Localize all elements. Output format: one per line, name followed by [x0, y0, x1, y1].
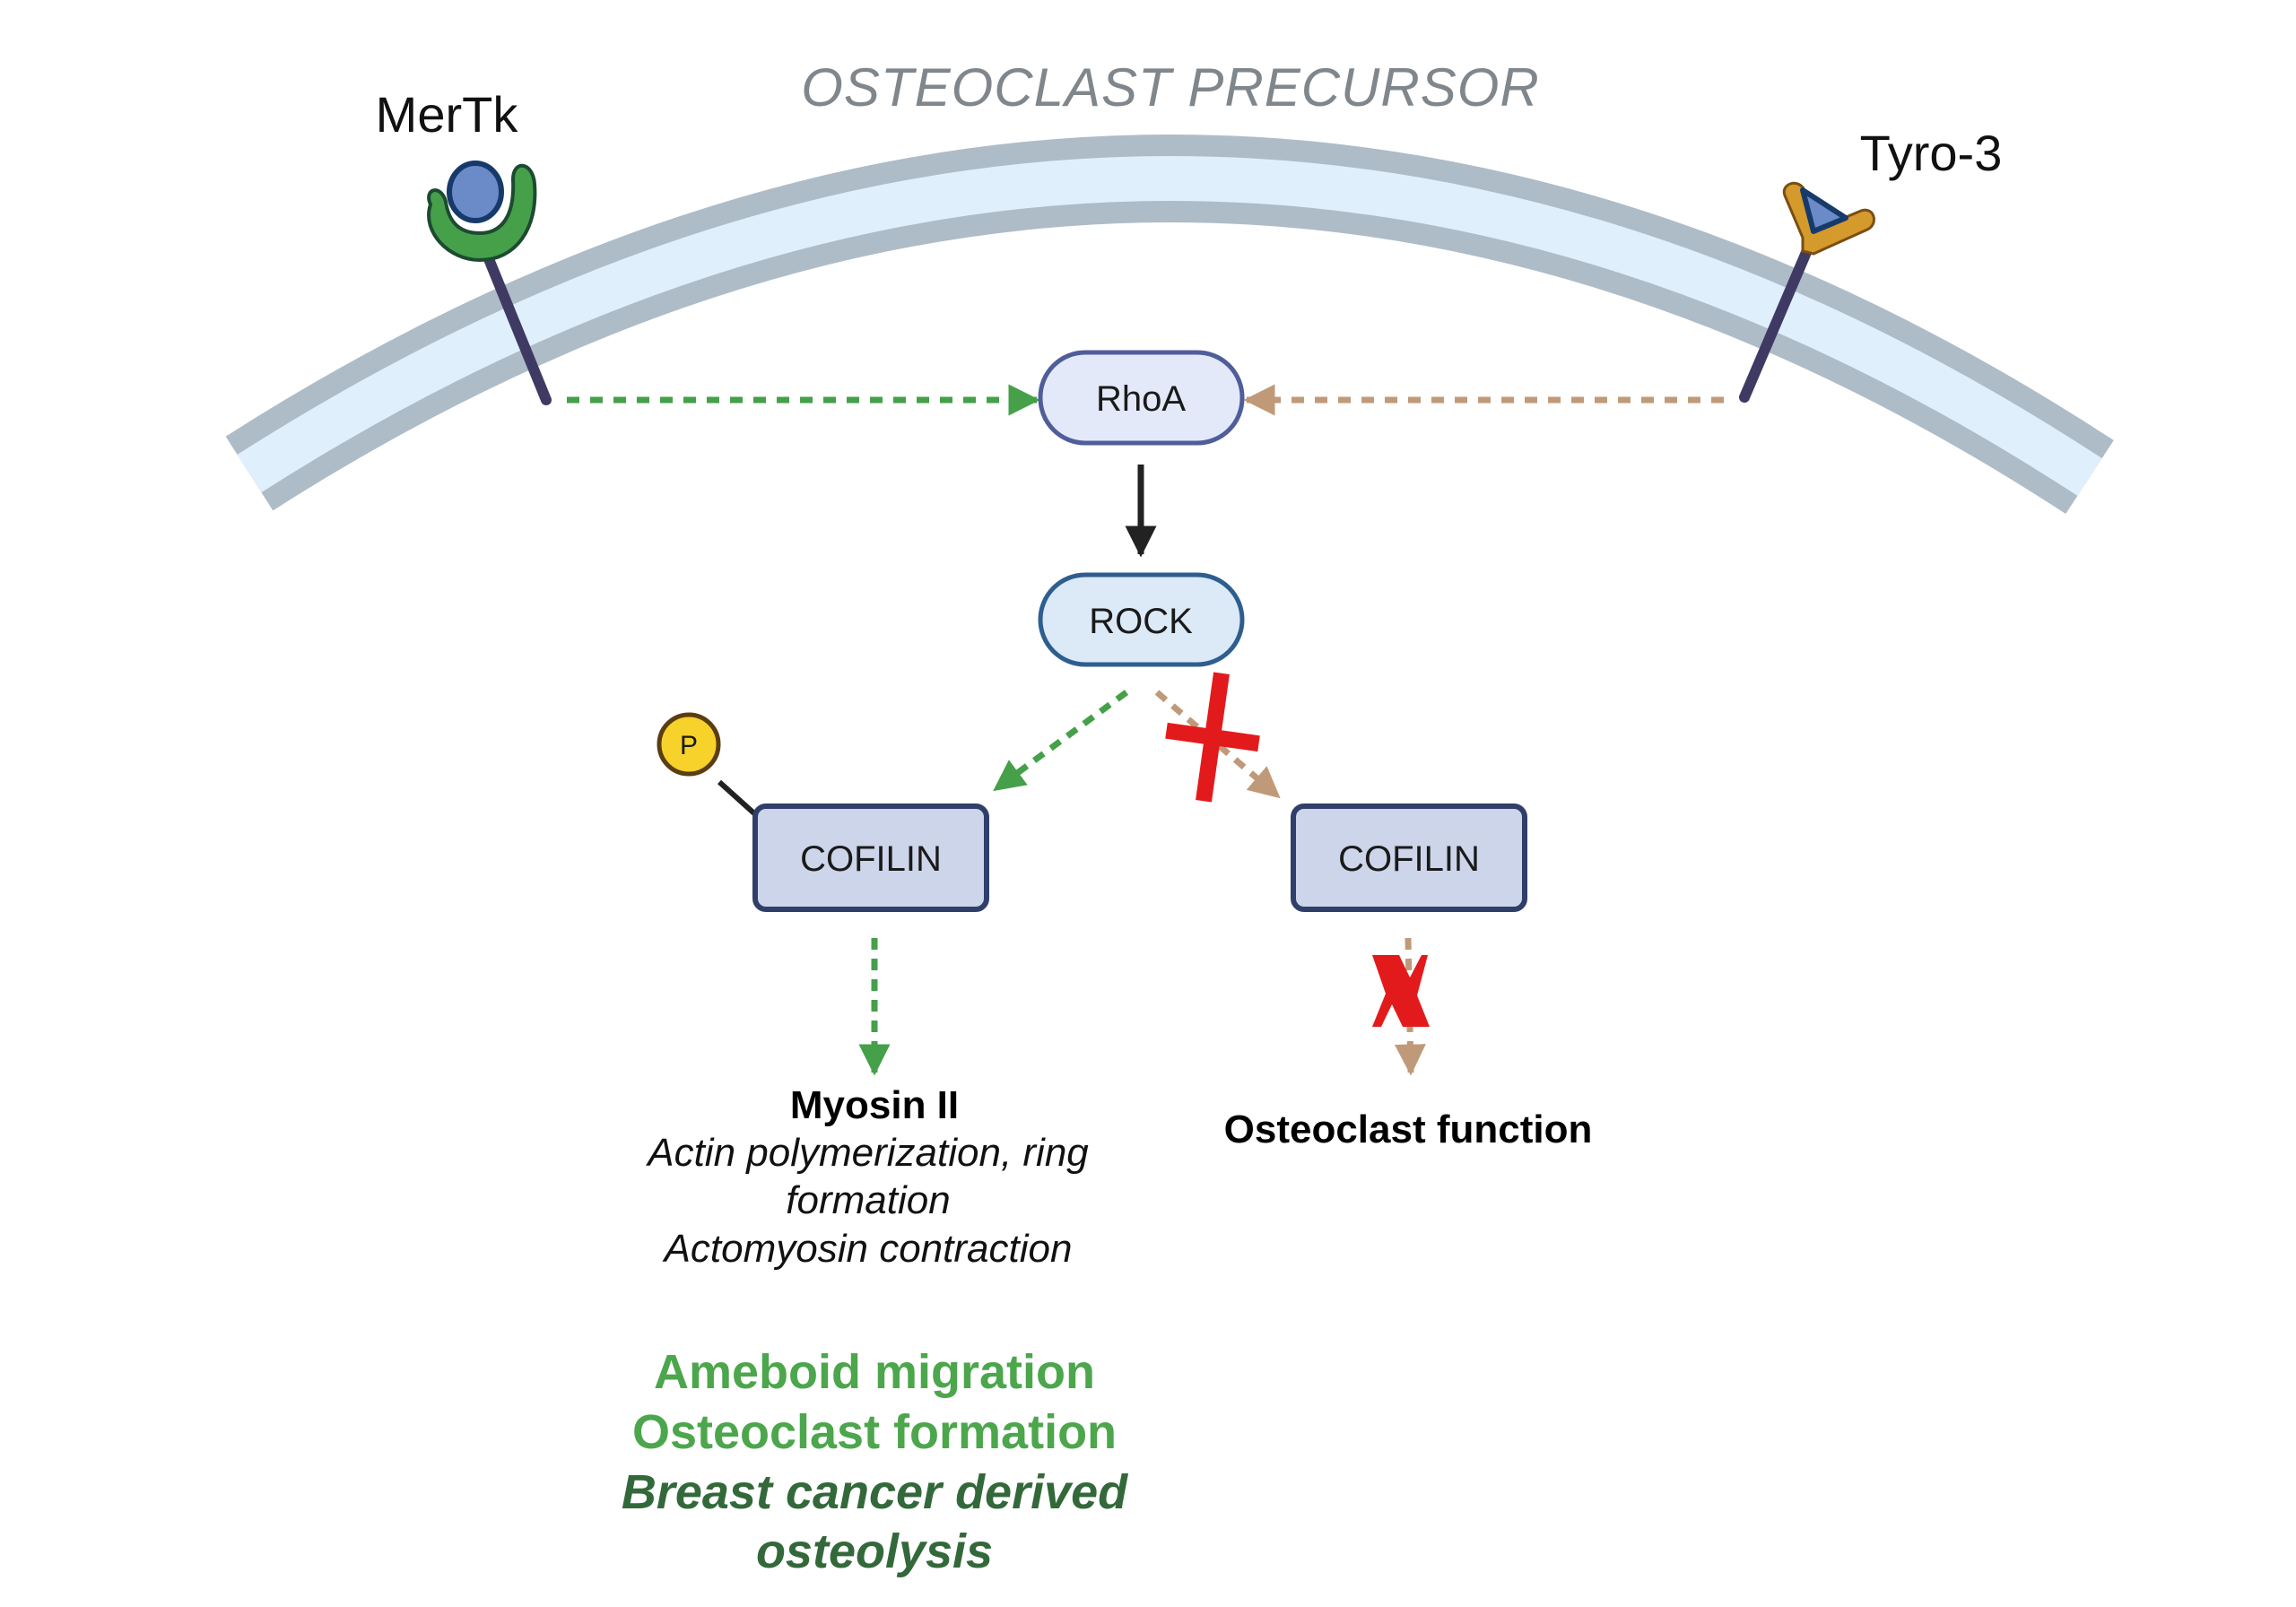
- cell-title: OSTEOCLAST PRECURSOR: [801, 57, 1539, 117]
- cofilin-phospho-node: COFILIN: [752, 804, 989, 912]
- effect-osteoclast-formation: Osteoclast formation: [632, 1405, 1117, 1459]
- effect-breast-cancer-line-2: osteolysis: [756, 1524, 993, 1578]
- cofilin-left-label: COFILIN: [800, 839, 942, 879]
- cofilin-right-label: COFILIN: [1338, 839, 1480, 879]
- myosin-line-1: Actin polymerization, ring: [645, 1131, 1089, 1175]
- cofilin-node: COFILIN: [1291, 804, 1527, 912]
- rock-label: ROCK: [1089, 602, 1193, 641]
- mertk-label: MerTk: [376, 86, 519, 143]
- rhoa-node: RhoA: [1038, 350, 1245, 446]
- rhoa-label: RhoA: [1096, 379, 1186, 419]
- mertk-receptor-icon: [427, 161, 552, 405]
- osteoclast-function-label: Osteoclast function: [1224, 1108, 1593, 1151]
- cell-membrane: [225, 135, 2114, 515]
- edge-rock-cofilin-right: [1154, 690, 1281, 799]
- myosin-line-3: Actomyosin contraction: [662, 1227, 1073, 1271]
- myosin-line-2: formation: [786, 1178, 950, 1222]
- tyro3-receptor-icon: [1739, 181, 1875, 403]
- rock-node: ROCK: [1038, 572, 1245, 667]
- myosin-heading: Myosin II: [790, 1083, 959, 1127]
- block-x-icon: [1372, 955, 1430, 1027]
- phospho-bond: [717, 779, 758, 817]
- effect-ameboid-migration: Ameboid migration: [654, 1345, 1095, 1399]
- tyro3-label: Tyro-3: [1860, 125, 2003, 181]
- block-x-icon: [1165, 672, 1260, 803]
- effect-breast-cancer-line-1: Breast cancer derived: [622, 1465, 1128, 1519]
- phosphate-icon: P: [657, 712, 721, 777]
- phosphate-label: P: [680, 731, 698, 760]
- edge-rock-cofilin-left: [993, 690, 1129, 792]
